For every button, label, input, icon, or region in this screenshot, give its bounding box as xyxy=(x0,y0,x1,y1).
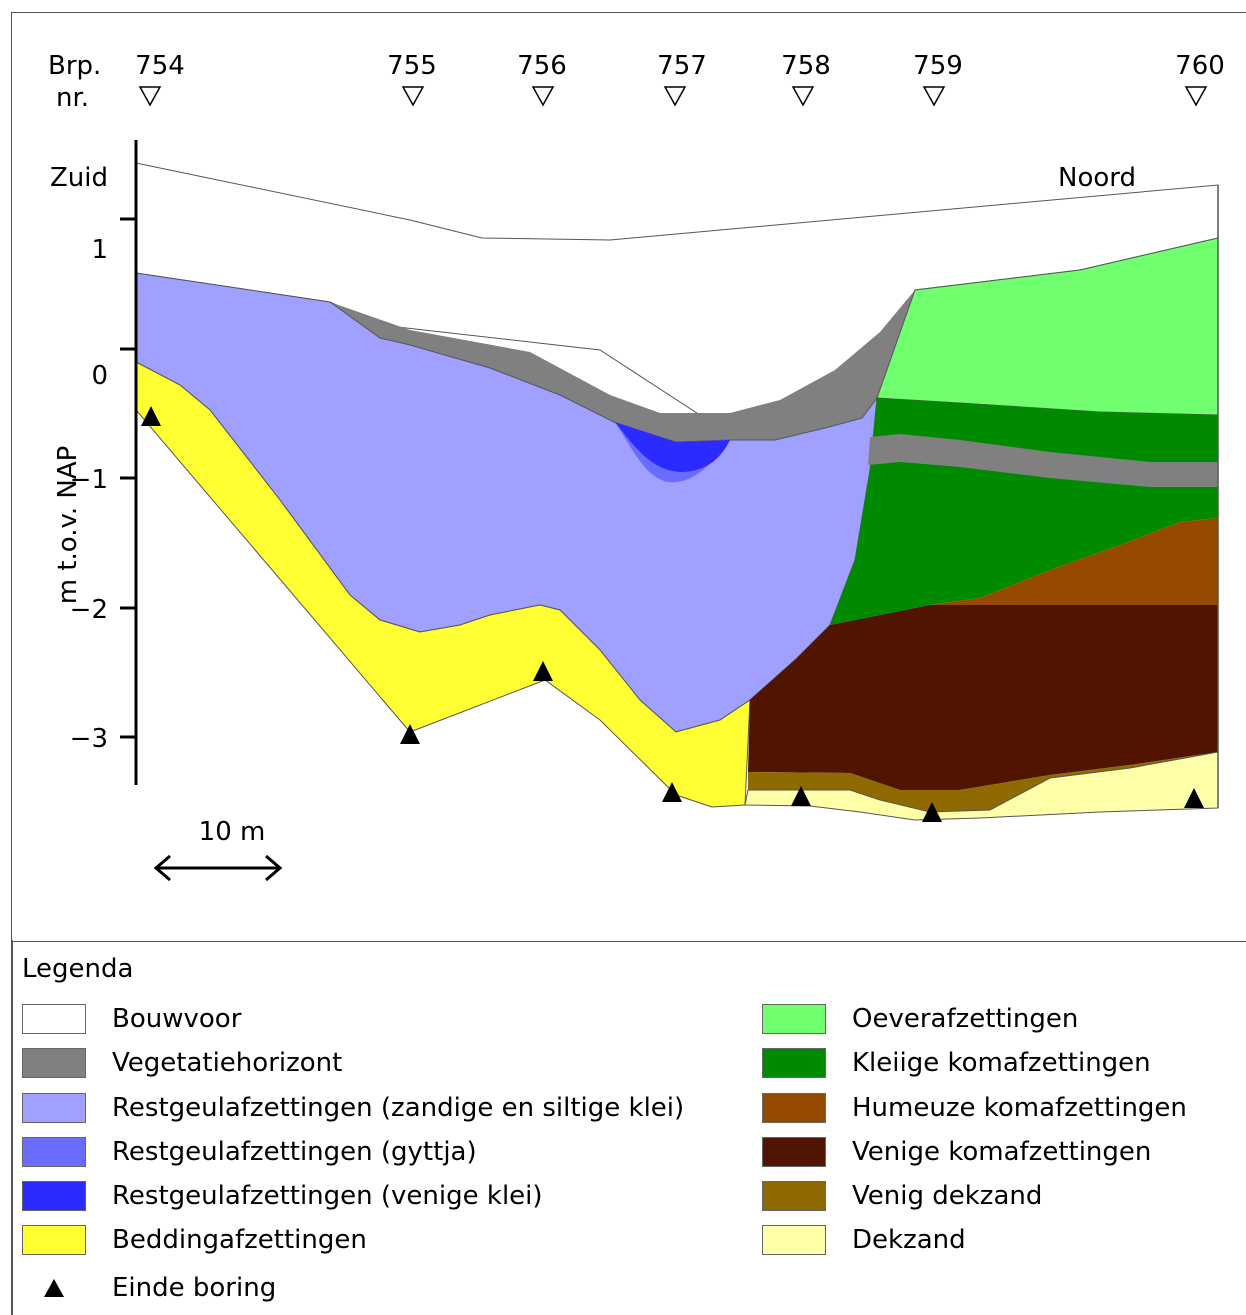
end-boring-icon xyxy=(791,786,811,806)
layer-restgeul-venige-klei xyxy=(615,422,730,472)
legend-label: Venig dekzand xyxy=(852,1181,1043,1211)
legend-swatch xyxy=(22,1093,86,1123)
borehole-number: 757 xyxy=(657,51,707,81)
direction-south: Zuid xyxy=(50,163,108,193)
borehole-number: 758 xyxy=(781,51,831,81)
borehole-position-icon xyxy=(663,86,687,107)
legend-label: Restgeulafzettingen (zandige en siltige … xyxy=(112,1093,685,1123)
scale-bar-label: 10 m xyxy=(199,817,266,847)
legend-label: Einde boring xyxy=(112,1273,277,1303)
legend-label: Dekzand xyxy=(852,1225,966,1255)
legend-item: Venig dekzand xyxy=(762,1179,1042,1213)
legend-item: Restgeulafzettingen (zandige en siltige … xyxy=(22,1091,684,1125)
filled-triangle-icon xyxy=(22,1279,86,1297)
borehole-position-icon xyxy=(138,86,162,107)
legend-label: Venige komafzettingen xyxy=(852,1137,1152,1167)
legend-label: Restgeulafzettingen (gyttja) xyxy=(112,1137,477,1167)
layer-beddingafzettingen xyxy=(135,361,796,808)
legend-label: Bouwvoor xyxy=(112,1004,242,1034)
legend-item: Vegetatiehorizont xyxy=(22,1046,342,1080)
legend-label: Kleiige komafzettingen xyxy=(852,1048,1151,1078)
legend-swatch xyxy=(762,1225,826,1255)
borehole-number: 755 xyxy=(387,51,437,81)
legend: Legenda Bouwvoor Vegetatiehorizont Restg… xyxy=(0,940,1246,1315)
borehole-markers: 754 755 756 757 758 759 760 xyxy=(135,51,1225,107)
legend-item: Bouwvoor xyxy=(22,1002,241,1036)
end-boring-icon xyxy=(922,802,942,822)
end-boring-icon xyxy=(400,724,420,744)
legend-swatch xyxy=(762,1004,826,1034)
axis-tick-label: 0 xyxy=(91,361,108,391)
borehole-position-icon xyxy=(922,86,946,107)
legend-item: Humeuze komafzettingen xyxy=(762,1091,1187,1125)
legend-swatch xyxy=(762,1048,826,1078)
legend-item: Kleiige komafzettingen xyxy=(762,1046,1151,1080)
end-boring-icon xyxy=(141,406,161,426)
end-boring-icon xyxy=(1184,788,1204,808)
depth-axis xyxy=(120,140,138,785)
borehole-number: 760 xyxy=(1175,51,1225,81)
cross-section-frame xyxy=(11,12,1246,942)
legend-item: Dekzand xyxy=(762,1223,966,1257)
axis-title: m t.o.v. NAP xyxy=(53,446,83,605)
legend-label: Oeverafzettingen xyxy=(852,1004,1079,1034)
direction-north: Noord xyxy=(1058,163,1136,193)
legend-swatch xyxy=(22,1137,86,1167)
borehole-number: 754 xyxy=(135,51,185,81)
layer-venig-dekzand xyxy=(748,752,1218,812)
legend-label: Restgeulafzettingen (venige klei) xyxy=(112,1181,543,1211)
legend-label: Vegetatiehorizont xyxy=(112,1048,343,1078)
legend-label: Beddingafzettingen xyxy=(112,1225,367,1255)
legend-swatch xyxy=(762,1093,826,1123)
borehole-position-icon xyxy=(401,86,425,107)
legend-item: Oeverafzettingen xyxy=(762,1002,1078,1036)
layer-venige-komafzettingen xyxy=(748,605,1218,790)
axis-tick-label: −3 xyxy=(70,724,108,754)
legend-item: Beddingafzettingen xyxy=(22,1223,367,1257)
legend-swatch xyxy=(22,1181,86,1211)
legend-swatch xyxy=(762,1181,826,1211)
axis-tick-label: −1 xyxy=(70,465,108,495)
borehole-number: 756 xyxy=(517,51,567,81)
end-boring-icon xyxy=(662,782,682,802)
cross-section-diagram: 1 0 −1 −2 −3 m t.o.v. NAP Brp. nr. Zuid … xyxy=(48,51,1225,882)
scale-bar-arrow-icon xyxy=(153,854,283,882)
axis-tick-label: −2 xyxy=(70,595,108,625)
legend-item: Einde boring xyxy=(22,1271,276,1305)
borehole-number: 759 xyxy=(913,51,963,81)
layer-vegetatiehorizont xyxy=(330,290,915,442)
legend-item: Venige komafzettingen xyxy=(762,1135,1151,1169)
layer-vegetatiehorizont-buried xyxy=(868,434,1218,487)
nr-label: nr. xyxy=(56,83,89,113)
legend-title: Legenda xyxy=(22,954,134,984)
end-boring-markers xyxy=(141,406,1204,822)
layer-humeuze-komafzettingen xyxy=(930,518,1218,605)
legend-swatch xyxy=(22,1048,86,1078)
legend-frame xyxy=(11,940,13,1315)
legend-swatch xyxy=(22,1225,86,1255)
legend-swatch xyxy=(22,1004,86,1034)
axis-tick-label: 1 xyxy=(91,235,108,265)
end-boring-icon xyxy=(533,661,553,681)
borehole-position-icon xyxy=(791,86,815,107)
legend-item: Restgeulafzettingen (gyttja) xyxy=(22,1135,477,1169)
borehole-position-icon xyxy=(531,86,555,107)
legend-item: Restgeulafzettingen (venige klei) xyxy=(22,1179,543,1213)
legend-swatch xyxy=(762,1137,826,1167)
brp-label: Brp. xyxy=(48,51,101,81)
borehole-position-icon xyxy=(1184,86,1208,107)
legend-label: Humeuze komafzettingen xyxy=(852,1093,1187,1123)
